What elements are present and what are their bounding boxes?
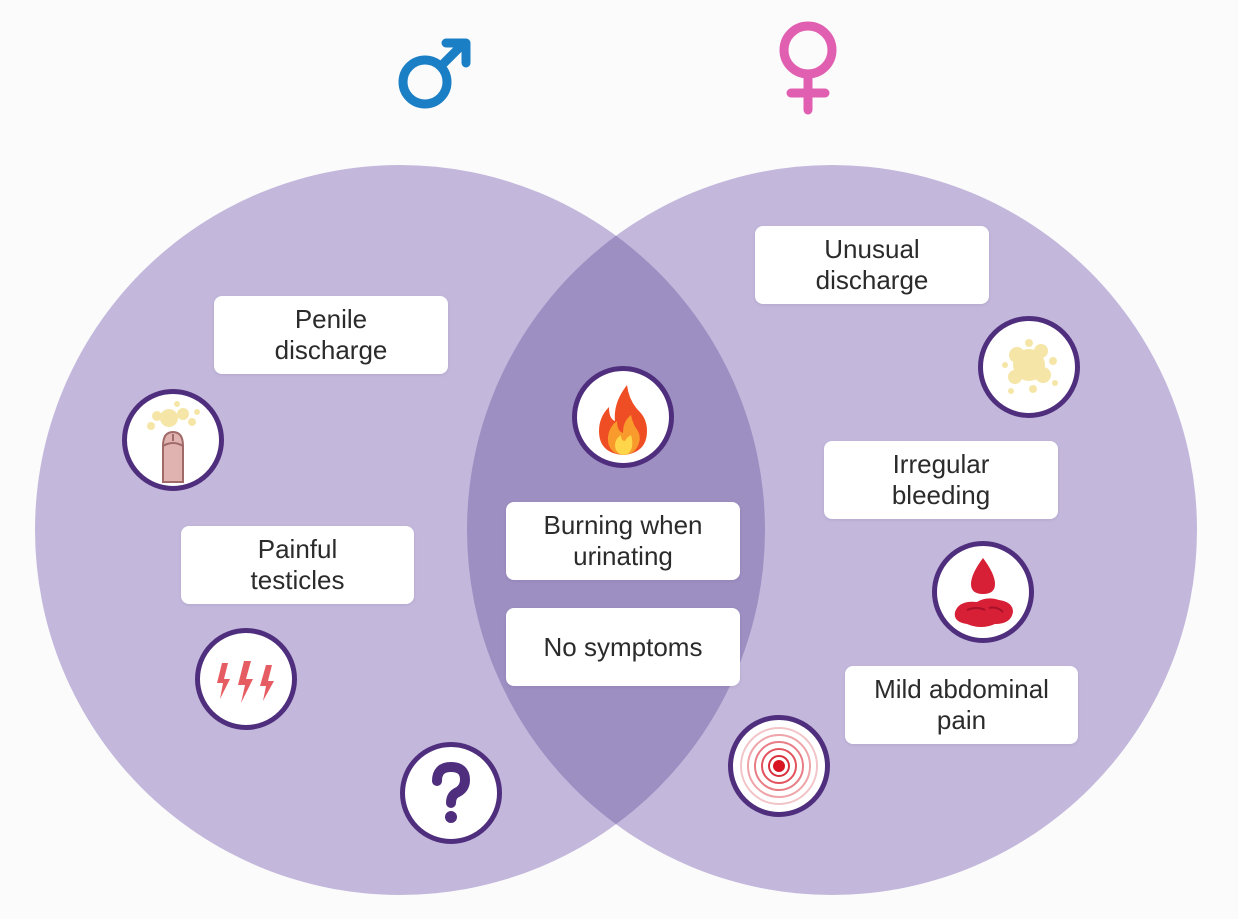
label-penile-discharge: Penile discharge (214, 296, 448, 374)
penis-discharge-icon (122, 389, 224, 491)
label-no-symptoms: No symptoms (506, 608, 740, 686)
discharge-splash-icon (978, 316, 1080, 418)
flame-icon (572, 366, 674, 468)
label-unusual-discharge: Unusual discharge (755, 226, 989, 304)
overlap-region (467, 165, 765, 895)
blood-drop-icon (932, 541, 1034, 643)
label-burning-when-urinating: Burning when urinating (506, 502, 740, 580)
question-mark-icon (400, 742, 502, 844)
label-irregular-bleeding: Irregular bleeding (824, 441, 1058, 519)
label-painful-testicles: Painful testicles (181, 526, 414, 604)
female-symbol-icon (779, 21, 837, 115)
target-pain-icon (728, 715, 830, 817)
lightning-pain-icon (195, 628, 297, 730)
male-symbol-icon (398, 38, 471, 109)
label-mild-abdominal-pain: Mild abdominal pain (845, 666, 1078, 744)
